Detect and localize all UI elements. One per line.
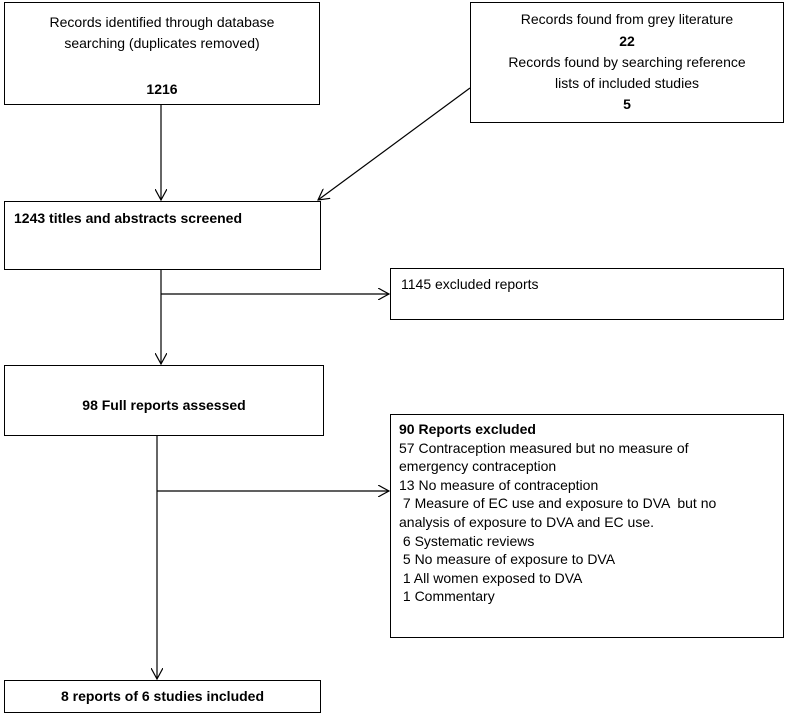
screened-text: 1243 titles and abstracts screened bbox=[14, 210, 243, 226]
box-full-reports: 98 Full reports assessed bbox=[4, 365, 324, 436]
box-database-records: Records identified through database sear… bbox=[4, 2, 320, 105]
database-line2: searching (duplicates removed) bbox=[64, 35, 260, 51]
exclusion-item: 7 Measure of EC use and exposure to DVA … bbox=[399, 495, 717, 512]
database-line1: Records identified through database bbox=[49, 14, 275, 30]
grey-count2: 5 bbox=[623, 96, 631, 112]
grey-line2: Records found by searching reference bbox=[508, 54, 746, 70]
exclusion-item: 13 No measure of contraception bbox=[399, 476, 599, 493]
box-excluded-screening: 1145 excluded reports bbox=[390, 268, 784, 320]
exclusion-item: 6 Systematic reviews bbox=[399, 532, 535, 549]
full-reports-text: 98 Full reports assessed bbox=[82, 397, 246, 413]
exclusion-item: 1 Commentary bbox=[399, 588, 495, 605]
box-reports-excluded: 90 Reports excluded 57 Contraception mea… bbox=[390, 414, 784, 638]
box-studies-included: 8 reports of 6 studies included bbox=[4, 680, 321, 713]
excluded-screen-text: 1145 excluded reports bbox=[401, 276, 539, 292]
exclusion-item: 1 All women exposed to DVA bbox=[399, 569, 583, 586]
box-titles-screened: 1243 titles and abstracts screened bbox=[4, 201, 321, 270]
exclusion-item: analysis of exposure to DVA and EC use. bbox=[399, 513, 654, 530]
arrow-grey-to-screened bbox=[318, 87, 471, 200]
grey-count1: 22 bbox=[619, 33, 635, 49]
exclusion-item: 5 No measure of exposure to DVA bbox=[399, 551, 616, 568]
grey-line1: Records found from grey literature bbox=[520, 11, 734, 27]
exclusion-item: emergency contraception bbox=[399, 458, 557, 475]
exclusion-item: 57 Contraception measured but no measure… bbox=[399, 439, 689, 456]
reports-excluded-title: 90 Reports excluded bbox=[399, 421, 536, 437]
grey-line3: lists of included studies bbox=[555, 75, 699, 91]
box-grey-literature: Records found from grey literature 22 Re… bbox=[470, 2, 784, 123]
included-text: 8 reports of 6 studies included bbox=[60, 688, 265, 704]
database-count: 1216 bbox=[146, 81, 178, 97]
